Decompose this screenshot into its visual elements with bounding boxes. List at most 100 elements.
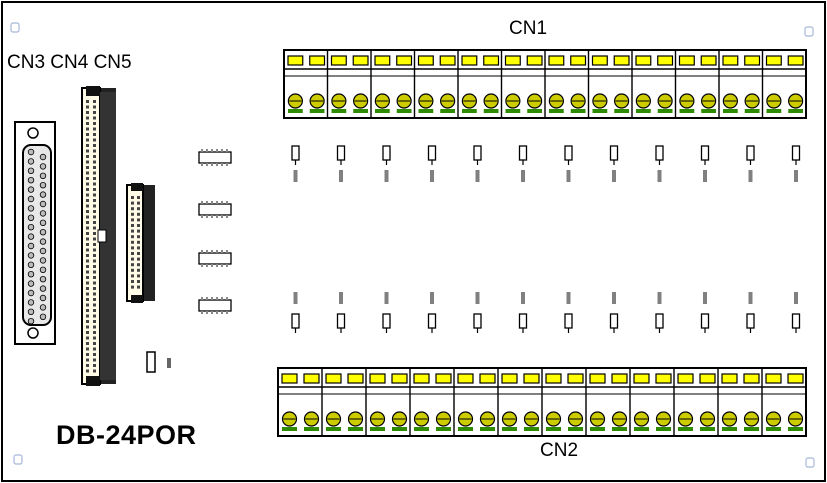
db-pin bbox=[39, 313, 47, 320]
component-body bbox=[655, 313, 664, 329]
terminal-top bbox=[374, 55, 391, 66]
header-pin bbox=[86, 226, 89, 230]
header-pin bbox=[93, 325, 96, 329]
screw-base bbox=[788, 427, 803, 431]
db-pin bbox=[39, 285, 47, 292]
cn2-terminal-block bbox=[277, 367, 807, 437]
header-pin bbox=[137, 263, 140, 267]
header-pin bbox=[131, 218, 134, 222]
db-pin bbox=[39, 276, 47, 283]
component-body bbox=[427, 313, 437, 329]
header-pin bbox=[131, 235, 134, 239]
component-body bbox=[564, 145, 573, 161]
component-pin bbox=[566, 292, 571, 304]
header-pin bbox=[86, 100, 89, 103]
screw-base bbox=[392, 427, 407, 431]
terminal-top bbox=[589, 373, 606, 384]
ic-lead bbox=[206, 311, 208, 314]
ic-lead bbox=[201, 250, 203, 253]
screw-base bbox=[436, 427, 451, 431]
header-pin bbox=[86, 309, 89, 312]
db-pin bbox=[39, 172, 47, 179]
header-pin bbox=[93, 144, 96, 147]
db-pin bbox=[27, 167, 35, 174]
ic-lead bbox=[226, 250, 228, 253]
header-pin bbox=[93, 342, 96, 345]
header-pin bbox=[86, 259, 89, 263]
header-pin bbox=[86, 336, 89, 340]
header-pin bbox=[93, 336, 96, 340]
component-pin bbox=[521, 292, 525, 304]
terminal-top bbox=[613, 55, 630, 66]
header-pin bbox=[131, 252, 134, 255]
component-pin bbox=[293, 170, 298, 182]
screw-base bbox=[527, 109, 542, 113]
header-pin bbox=[86, 303, 89, 307]
terminal-top bbox=[787, 373, 804, 384]
header-pin bbox=[86, 232, 89, 235]
component-pin bbox=[657, 170, 662, 182]
mount-hole-bottom-left bbox=[13, 454, 23, 465]
header-pin bbox=[137, 285, 140, 289]
screw-base bbox=[480, 427, 495, 431]
ic-chips bbox=[198, 149, 232, 314]
component-pin bbox=[384, 292, 389, 304]
header-pin bbox=[86, 116, 89, 120]
terminal-top bbox=[309, 55, 326, 66]
screw-base bbox=[353, 109, 368, 113]
header-pin bbox=[93, 100, 96, 103]
header-pin bbox=[93, 298, 96, 301]
ic-lead bbox=[206, 215, 208, 218]
ic-lead bbox=[211, 311, 213, 314]
header-pin bbox=[86, 298, 89, 301]
cn2-label: CN2 bbox=[540, 440, 579, 461]
component-body bbox=[791, 145, 801, 161]
ic-lead bbox=[211, 163, 213, 166]
header-pin bbox=[93, 166, 96, 169]
header-pin bbox=[93, 265, 96, 268]
component-body bbox=[336, 145, 346, 161]
terminal-top bbox=[699, 373, 716, 384]
ic-lead bbox=[211, 201, 213, 204]
header-pin bbox=[86, 369, 89, 373]
terminal-top bbox=[479, 373, 496, 384]
header-pin bbox=[93, 127, 96, 131]
ic-lead bbox=[226, 163, 228, 166]
header-pin bbox=[86, 320, 89, 323]
component-pin bbox=[612, 170, 616, 182]
ic-lead bbox=[201, 163, 203, 166]
terminal-top bbox=[417, 55, 434, 66]
header-pin bbox=[137, 218, 140, 222]
ic-lead bbox=[216, 250, 218, 253]
db-pin bbox=[39, 200, 47, 208]
ic-lead bbox=[201, 201, 203, 204]
terminal-top bbox=[721, 373, 738, 384]
screw-base bbox=[414, 427, 429, 431]
screw-base bbox=[570, 109, 586, 113]
terminal-top bbox=[545, 373, 562, 384]
component-body bbox=[382, 313, 391, 329]
ic-lead bbox=[216, 201, 218, 204]
terminal-top bbox=[369, 373, 386, 384]
screw-base bbox=[524, 427, 539, 431]
db-pin bbox=[27, 242, 35, 250]
component-body bbox=[609, 145, 619, 161]
component-pin bbox=[794, 292, 798, 304]
terminal-top bbox=[287, 55, 304, 66]
header-pin bbox=[86, 215, 89, 219]
terminal-top bbox=[281, 373, 298, 384]
ic-lead bbox=[206, 149, 208, 152]
screw-base bbox=[546, 427, 561, 431]
header-pin bbox=[131, 280, 134, 283]
component-pin bbox=[384, 170, 389, 182]
header-pin bbox=[86, 237, 89, 241]
header-pin bbox=[93, 138, 96, 142]
header-pin bbox=[93, 122, 96, 125]
component-pin bbox=[703, 292, 707, 304]
db-pin bbox=[39, 191, 47, 198]
header-pin bbox=[86, 270, 89, 274]
terminal-top bbox=[677, 373, 694, 384]
header-pin bbox=[86, 248, 89, 252]
header-pin bbox=[131, 274, 134, 278]
screw-base bbox=[370, 427, 385, 431]
